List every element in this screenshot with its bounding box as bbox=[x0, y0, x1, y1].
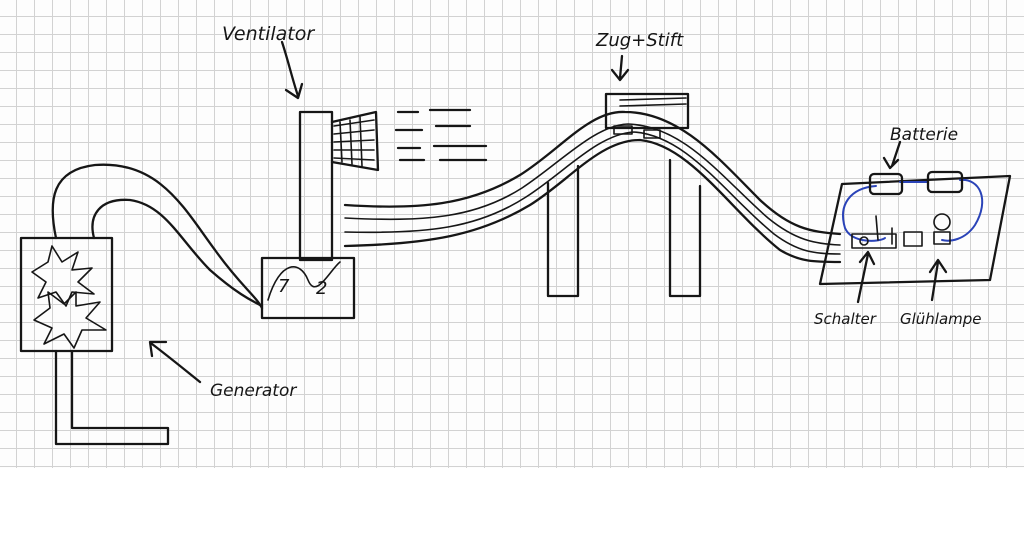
arrow-zug-stift bbox=[610, 54, 630, 82]
label-generator: Generator bbox=[210, 381, 297, 401]
switch bbox=[851, 233, 897, 249]
label-schalter: Schalter bbox=[814, 310, 877, 328]
wire-left bbox=[842, 185, 886, 242]
light-bulb bbox=[933, 213, 951, 231]
spark-lower bbox=[33, 291, 107, 349]
arrow-schalter bbox=[856, 250, 876, 304]
train-body bbox=[604, 92, 690, 130]
air-hose bbox=[51, 163, 264, 310]
arrow-gluehlampe bbox=[928, 258, 948, 302]
fan-base bbox=[260, 256, 356, 320]
battery-1 bbox=[868, 172, 904, 196]
support-right bbox=[668, 158, 702, 298]
switch-terminals bbox=[875, 215, 893, 245]
generator bbox=[19, 236, 170, 446]
arrow-ventilator bbox=[280, 40, 304, 100]
train-with-pen bbox=[604, 92, 690, 139]
annotation-arrows bbox=[148, 40, 948, 384]
fan-head bbox=[330, 110, 380, 172]
bulb-socket bbox=[933, 231, 951, 245]
arrow-generator bbox=[148, 340, 202, 384]
rail-outer-top bbox=[343, 110, 842, 236]
generator-box bbox=[19, 236, 114, 353]
fan-digit-1: 7 bbox=[278, 276, 290, 297]
spark-upper bbox=[31, 245, 95, 307]
label-gluehlampe: Glühlampe bbox=[900, 310, 982, 328]
label-batterie: Batterie bbox=[890, 125, 958, 145]
label-zug-stift: Zug+Stift bbox=[595, 30, 684, 51]
fan-blade-ribs bbox=[339, 116, 363, 167]
circuit-board bbox=[818, 170, 1012, 286]
support-left bbox=[546, 164, 580, 298]
airflow-line-2 bbox=[394, 124, 472, 132]
train-wheel-right bbox=[643, 129, 661, 139]
ventilator bbox=[260, 110, 380, 320]
track-supports bbox=[546, 158, 702, 298]
train-wheel-left bbox=[613, 125, 633, 135]
arrow-batterie bbox=[882, 140, 902, 170]
fan-base-curve bbox=[267, 261, 341, 301]
hose-inner bbox=[91, 198, 264, 308]
generator-crank bbox=[54, 349, 170, 446]
airflow-line-3 bbox=[396, 144, 488, 150]
track bbox=[343, 110, 842, 264]
switch-knob bbox=[859, 236, 869, 246]
fan-digit-2: 2 bbox=[316, 278, 327, 299]
airflow-lines bbox=[394, 108, 488, 162]
label-ventilator: Ventilator bbox=[222, 23, 315, 45]
battery-2 bbox=[926, 170, 964, 194]
airflow-line-1 bbox=[396, 108, 472, 114]
fan-blades bbox=[333, 119, 375, 161]
rail-inner-2 bbox=[344, 131, 841, 255]
rail-outer-bottom bbox=[343, 138, 842, 264]
switch-contact bbox=[903, 231, 923, 247]
pen-on-train bbox=[619, 97, 687, 107]
fan-column bbox=[298, 110, 334, 262]
rail-inner-1 bbox=[344, 123, 841, 246]
wire-right bbox=[941, 178, 984, 242]
board-outline bbox=[818, 174, 1012, 286]
hose-outer bbox=[51, 163, 264, 310]
